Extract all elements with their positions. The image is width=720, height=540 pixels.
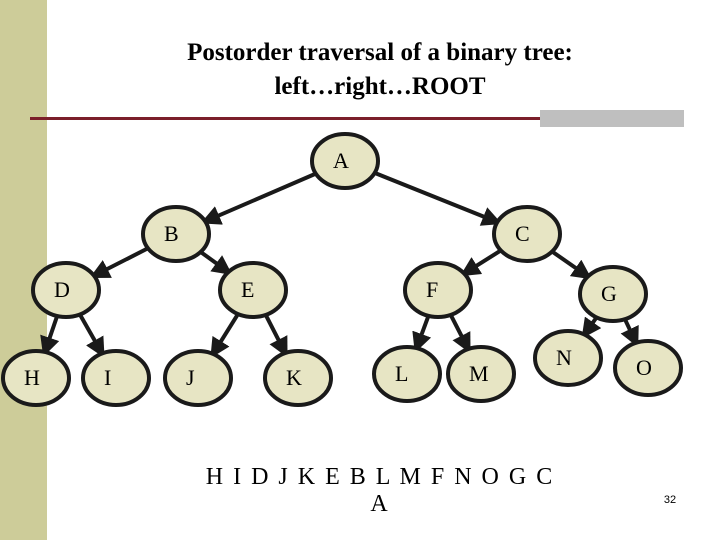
title-line-2: left…right…ROOT xyxy=(274,73,486,100)
node-label: K xyxy=(286,365,302,390)
node-circle xyxy=(310,132,380,190)
postorder-result: H I D J K E B L M F N O G C A xyxy=(205,464,555,517)
node-circle xyxy=(163,349,233,407)
node-circle xyxy=(613,339,683,397)
edge-f-l xyxy=(412,315,432,353)
edge-g-o xyxy=(620,318,639,348)
node-label: N xyxy=(556,345,572,370)
node-label: O xyxy=(636,355,652,380)
node-label: J xyxy=(186,365,195,390)
edge-b-d xyxy=(89,246,149,279)
node-circle xyxy=(1,349,71,407)
node-label: L xyxy=(395,361,408,386)
node-label: G xyxy=(601,281,617,306)
page-number: 32 xyxy=(663,494,677,506)
node-circle xyxy=(578,265,648,323)
tree-node-e: E xyxy=(218,261,288,319)
edge-g-n xyxy=(581,316,602,339)
node-circle xyxy=(446,345,516,403)
edge-a-b xyxy=(200,171,317,225)
node-circle xyxy=(31,261,101,319)
node-label: I xyxy=(104,365,111,390)
edge-e-k xyxy=(263,313,288,358)
tree-node-n: N xyxy=(533,329,603,387)
node-label: F xyxy=(426,277,438,302)
node-circle xyxy=(218,261,288,319)
node-circle xyxy=(403,261,473,319)
title-line-1: Postorder traversal of a binary tree: xyxy=(187,39,573,66)
edge-c-g xyxy=(550,249,592,280)
tree-node-o: O xyxy=(613,339,683,397)
node-label: B xyxy=(164,221,179,246)
edge-c-f xyxy=(459,248,502,277)
node-circle xyxy=(492,205,562,263)
title-underline xyxy=(30,117,540,120)
title-underline-accent xyxy=(540,110,684,127)
edge-a-c xyxy=(373,171,503,226)
tree-node-m: M xyxy=(446,345,516,403)
tree-node-f: F xyxy=(403,261,473,319)
edge-f-m xyxy=(448,313,471,354)
node-circle xyxy=(533,329,603,387)
node-circle xyxy=(372,345,442,403)
node-label: D xyxy=(54,277,70,302)
node-label: H xyxy=(24,365,40,390)
edge-e-j xyxy=(210,312,240,359)
left-accent-bar xyxy=(0,0,47,540)
node-label: M xyxy=(469,361,489,386)
edge-b-e xyxy=(199,250,233,276)
edge-d-h xyxy=(40,315,60,357)
tree-node-j: J xyxy=(163,349,233,407)
tree-node-d: D xyxy=(31,261,101,319)
tree-node-b: B xyxy=(141,205,211,263)
node-label: A xyxy=(333,148,349,173)
tree-node-k: K xyxy=(263,349,333,407)
node-label: C xyxy=(515,221,530,246)
tree-nodes: A B C D E F G H I J K L M N O xyxy=(1,132,683,407)
tree-node-i: I xyxy=(81,349,151,407)
edge-d-i xyxy=(78,313,105,358)
tree-node-h: H xyxy=(1,349,71,407)
slide-title: Postorder traversal of a binary tree: le… xyxy=(100,36,660,104)
tree-node-c: C xyxy=(492,205,562,263)
node-label: E xyxy=(241,277,254,302)
node-circle xyxy=(81,349,151,407)
node-circle xyxy=(263,349,333,407)
node-circle xyxy=(141,205,211,263)
tree-edges xyxy=(40,171,639,359)
tree-node-g: G xyxy=(578,265,648,323)
tree-node-a: A xyxy=(310,132,380,190)
tree-node-l: L xyxy=(372,345,442,403)
